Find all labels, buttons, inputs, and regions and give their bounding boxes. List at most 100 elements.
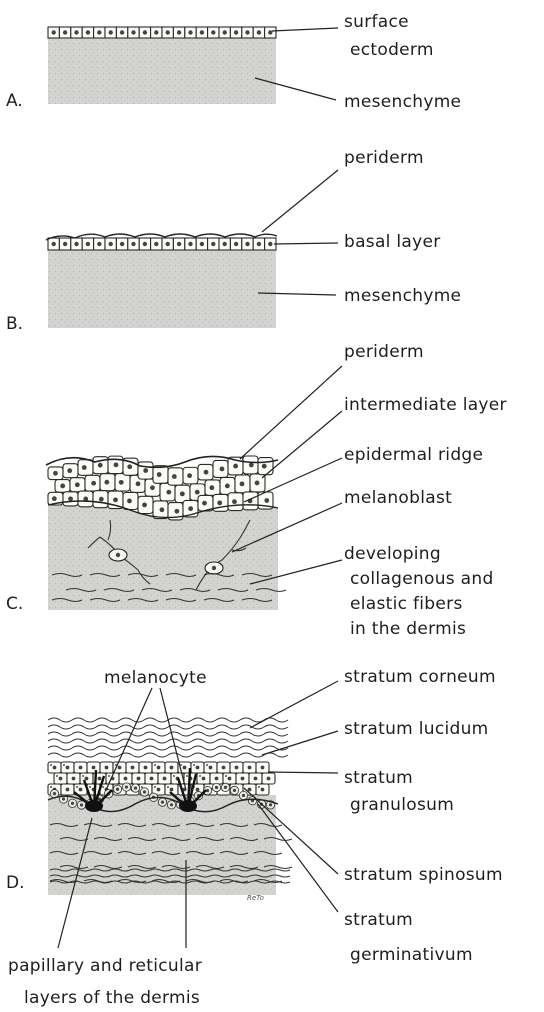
cell-nucleus xyxy=(234,242,238,246)
cell-nucleus xyxy=(134,786,137,789)
corneum-line xyxy=(48,739,288,743)
cell-nucleus xyxy=(174,509,179,514)
leader-stratum-granulosum xyxy=(268,772,338,773)
cell-nucleus xyxy=(187,473,192,478)
cell-nucleus xyxy=(143,790,146,793)
cell-nucleus xyxy=(127,499,132,504)
cell-nucleus xyxy=(268,242,272,246)
cell-nucleus xyxy=(157,472,162,477)
cell-nucleus xyxy=(157,788,161,792)
cell-nucleus xyxy=(242,794,245,797)
cell-nucleus xyxy=(53,792,56,795)
cell-nucleus xyxy=(113,497,118,502)
cell-nucleus xyxy=(74,30,78,34)
cell-nucleus xyxy=(99,497,104,502)
cell-nucleus xyxy=(215,777,219,781)
label-stratum-granulosum-1: stratum xyxy=(344,768,413,788)
cell-nucleus xyxy=(75,482,80,487)
cell-nucleus xyxy=(127,464,132,469)
keratohyalin-granule xyxy=(173,775,175,777)
label-basal-layer: basal layer xyxy=(344,232,441,252)
cell-nucleus xyxy=(74,242,78,246)
cell-nucleus xyxy=(79,788,83,792)
label-stratum-germinativum-1: stratum xyxy=(344,910,413,930)
cell-nucleus xyxy=(200,242,204,246)
label-stratum-corneum: stratum corneum xyxy=(344,667,496,687)
surface-ectoderm-cells xyxy=(48,27,276,38)
cell-nucleus xyxy=(97,30,101,34)
cell-nucleus xyxy=(267,777,271,781)
cell-nucleus xyxy=(232,499,237,504)
cell-nucleus xyxy=(249,463,254,468)
label-stratum-germinativum-2: germinativum xyxy=(350,945,473,965)
label-stratum-spinosum: stratum spinosum xyxy=(344,865,503,885)
keratohyalin-granule xyxy=(199,775,201,777)
mesenchyme-a xyxy=(48,38,276,104)
panel-letter-a: A. xyxy=(6,91,23,111)
cell-nucleus xyxy=(233,464,238,469)
label-developing: developing xyxy=(344,544,441,564)
label-papillary-reticular: papillary and reticular xyxy=(8,956,202,976)
cell-nucleus xyxy=(196,788,200,792)
cell-nucleus xyxy=(161,801,164,804)
cell-nucleus xyxy=(131,242,135,246)
cell-nucleus xyxy=(119,480,124,485)
cell-nucleus xyxy=(66,788,70,792)
cell-nucleus xyxy=(109,30,113,34)
cell-nucleus xyxy=(120,30,124,34)
cell-nucleus xyxy=(262,464,267,469)
cell-nucleus xyxy=(63,30,67,34)
artist-signature: ReTo xyxy=(247,894,264,902)
cell-nucleus xyxy=(234,30,238,34)
cell-nucleus xyxy=(202,501,207,506)
keratohyalin-granule xyxy=(225,775,227,777)
keratohyalin-granule xyxy=(186,775,188,777)
cell-nucleus xyxy=(63,242,67,246)
cell-nucleus xyxy=(104,480,109,485)
label-intermediate-layer: intermediate layer xyxy=(344,395,507,415)
cell-nucleus xyxy=(154,30,158,34)
leader-stratum-lucidum xyxy=(262,731,338,755)
panel-letter-d: D. xyxy=(6,873,25,893)
cell-nucleus xyxy=(142,503,147,508)
cell-nucleus xyxy=(114,462,119,467)
cell-nucleus xyxy=(109,242,113,246)
cell-nucleus xyxy=(53,766,57,770)
cell-nucleus xyxy=(170,788,174,792)
cell-nucleus xyxy=(257,30,261,34)
cell-nucleus xyxy=(188,506,193,511)
cell-nucleus xyxy=(154,242,158,246)
label-epidermal-ridge: epidermal ridge xyxy=(344,445,483,465)
cell-nucleus xyxy=(245,30,249,34)
cell-nucleus xyxy=(157,766,161,770)
leader-stratum-corneum xyxy=(250,681,338,728)
cell-nucleus xyxy=(233,789,236,792)
cell-nucleus xyxy=(209,766,213,770)
label-in-the-dermis: in the dermis xyxy=(350,619,466,639)
cell-nucleus xyxy=(235,766,239,770)
keratohyalin-granule xyxy=(102,786,104,788)
cell-nucleus xyxy=(68,496,73,501)
cell-nucleus xyxy=(150,777,154,781)
keratohyalin-granule xyxy=(206,764,208,766)
keratohyalin-granule xyxy=(76,786,78,788)
cell-nucleus xyxy=(261,788,265,792)
keratohyalin-granule xyxy=(50,786,52,788)
label-stratum-granulosum-2: granulosum xyxy=(350,795,454,815)
cell-nucleus xyxy=(67,468,72,473)
cell-nucleus xyxy=(72,777,76,781)
cell-nucleus xyxy=(269,803,272,806)
keratohyalin-granule xyxy=(258,786,260,788)
cell-nucleus xyxy=(225,484,230,489)
cell-nucleus xyxy=(177,242,181,246)
cell-nucleus xyxy=(188,242,192,246)
cell-nucleus xyxy=(255,481,260,486)
panel-letter-b: B. xyxy=(6,314,23,334)
keratohyalin-granule xyxy=(63,764,65,766)
keratohyalin-granule xyxy=(89,786,91,788)
label-mesenchyme-b: mesenchyme xyxy=(344,286,461,306)
label-melanoblast: melanoblast xyxy=(344,488,452,508)
cell-nucleus xyxy=(118,766,122,770)
cell-nucleus xyxy=(60,484,65,489)
